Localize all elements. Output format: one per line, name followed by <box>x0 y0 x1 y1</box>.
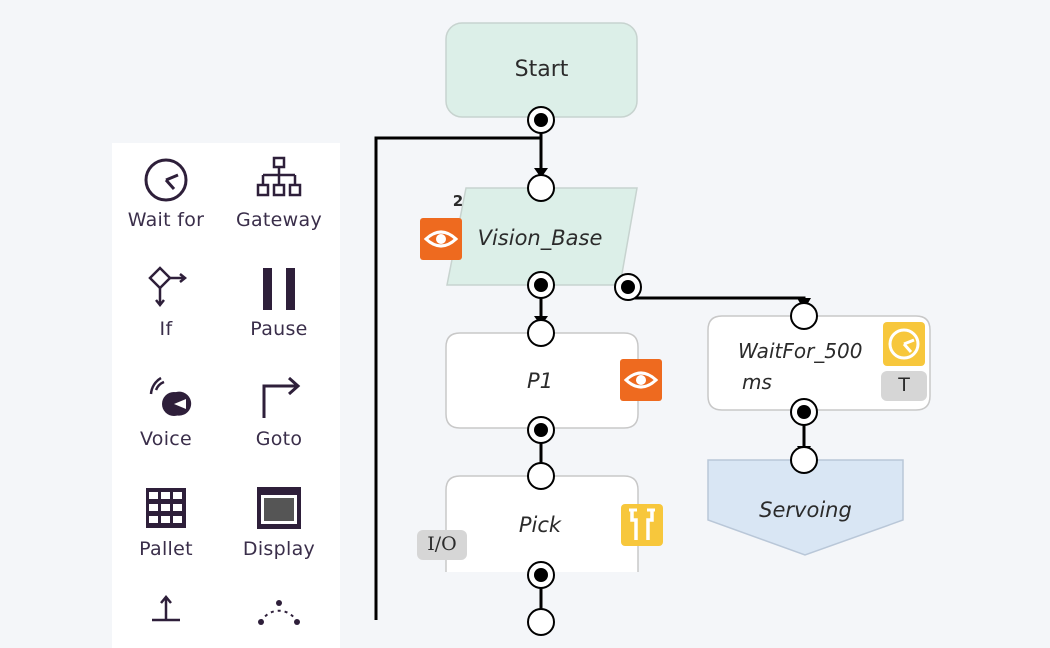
goto-arrow-icon <box>262 376 301 418</box>
start-label: Start <box>514 57 569 82</box>
palette-item-voice[interactable]: Voice <box>111 372 221 450</box>
palette-item-axis[interactable] <box>111 590 221 642</box>
vision-input-port[interactable] <box>527 174 555 202</box>
palette-item-pallet[interactable]: Pallet <box>111 482 221 560</box>
p1-node[interactable] <box>445 332 639 429</box>
p1-label: P1 <box>526 369 554 393</box>
p1-input-port[interactable] <box>527 319 555 347</box>
next-input-port[interactable] <box>527 608 555 636</box>
servoing-input-port[interactable] <box>790 446 818 474</box>
palette-label: Pause <box>250 318 308 340</box>
gripper-icon <box>621 504 663 546</box>
palette-item-gateway[interactable]: Gateway <box>224 153 334 231</box>
vision-base-step-badge: 2 <box>452 192 464 210</box>
arc-points-icon <box>258 600 300 625</box>
palette-item-pause[interactable]: Pause <box>224 262 334 340</box>
voice-icon <box>149 376 192 416</box>
palette-panel <box>112 143 340 648</box>
io-badge-label: I/O <box>427 533 457 555</box>
timer-type-badge <box>881 371 927 401</box>
palette-item-wait-for[interactable]: Wait for <box>111 153 221 231</box>
palette-item-arc[interactable] <box>224 590 334 642</box>
eye-icon <box>620 359 662 401</box>
axis-icon <box>152 595 180 622</box>
waitfor-input-port[interactable] <box>790 302 818 330</box>
pick-label: Pick <box>518 513 562 537</box>
timer-type-badge-label: T <box>898 374 910 396</box>
pallet-grid-icon <box>146 488 186 528</box>
loop-connector <box>374 136 541 620</box>
palette-label: Pallet <box>139 538 193 560</box>
if-branch-icon <box>148 266 188 308</box>
pause-icon <box>263 268 295 310</box>
servoing-label: Servoing <box>759 498 852 522</box>
palette-label: Goto <box>255 428 303 450</box>
eye-icon <box>420 218 462 260</box>
connector-vision-waitfor <box>626 289 806 308</box>
palette-label: Gateway <box>235 209 323 231</box>
palette-label: Wait for <box>127 209 205 231</box>
io-badge <box>417 530 467 560</box>
palette-item-goto[interactable]: Goto <box>224 372 334 450</box>
pick-input-port[interactable] <box>527 462 555 490</box>
palette-label: Display <box>242 538 316 560</box>
waitfor-label-line2: ms <box>742 370 772 394</box>
palette-label: Voice <box>139 428 193 450</box>
display-window-icon <box>257 487 301 529</box>
vision-base-label: Vision_Base <box>477 226 603 250</box>
clock-icon <box>144 158 188 202</box>
servoing-node[interactable] <box>707 459 904 556</box>
clock-icon <box>883 322 925 366</box>
gateway-tree-icon <box>256 156 302 197</box>
waitfor-node[interactable] <box>707 315 931 411</box>
palette-item-display[interactable]: Display <box>224 482 334 560</box>
waitfor-label-line1: WaitFor_500 <box>738 339 863 363</box>
palette-item-if[interactable]: If <box>111 262 221 340</box>
palette-label: If <box>159 318 173 340</box>
